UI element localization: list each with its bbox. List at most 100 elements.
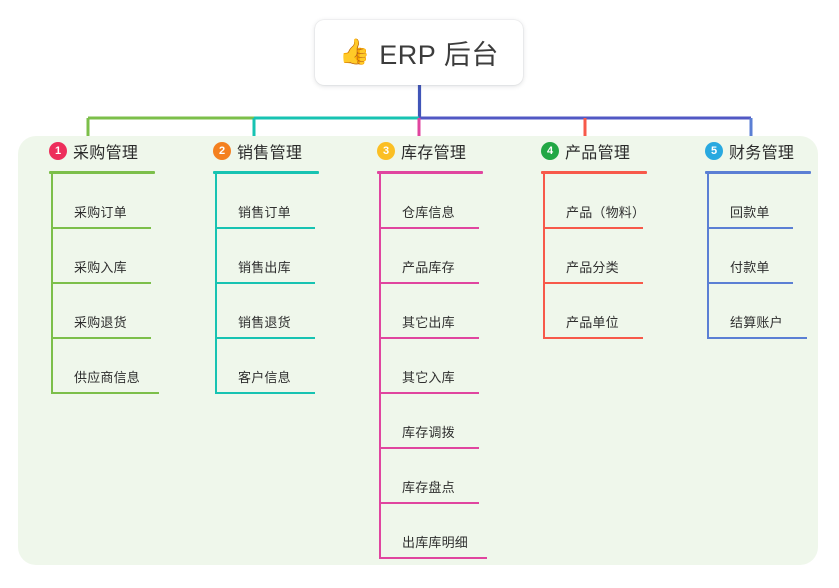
leaf-label: 客户信息	[238, 370, 291, 385]
leaf-rule	[707, 282, 793, 284]
leaf-node[interactable]: 销售订单	[215, 174, 352, 229]
leaf-node[interactable]: 产品单位	[543, 284, 680, 339]
leaf-label: 销售出库	[238, 260, 291, 275]
branch-header-2[interactable]: 2 销售管理	[212, 136, 352, 166]
leaf-rule	[215, 227, 315, 229]
leaf-node[interactable]: 采购退货	[51, 284, 188, 339]
leaf-rule	[543, 227, 643, 229]
branch-number-badge: 1	[49, 142, 67, 160]
branch-title: 采购管理	[73, 145, 139, 162]
leaf-node[interactable]: 出库库明细	[379, 504, 516, 559]
branch-leaf-list: 销售订单销售出库销售退货客户信息	[212, 174, 352, 394]
leaf-label: 回款单	[730, 205, 770, 220]
leaf-node[interactable]: 产品分类	[543, 229, 680, 284]
leaf-label: 采购入库	[74, 260, 127, 275]
leaf-node[interactable]: 产品库存	[379, 229, 516, 284]
branch-column-1: 1 采购管理采购订单采购入库采购退货供应商信息	[24, 136, 188, 394]
branch-title: 库存管理	[401, 145, 467, 162]
leaf-rule	[51, 282, 151, 284]
branch-column-5: 5 财务管理回款单付款单结算账户	[680, 136, 839, 339]
branch-spine	[707, 174, 709, 339]
leaf-rule	[379, 282, 479, 284]
leaf-rule	[51, 392, 159, 394]
branch-leaf-list: 产品（物料） 产品分类产品单位	[540, 174, 680, 339]
leaf-rule	[379, 502, 479, 504]
leaf-rule	[543, 337, 643, 339]
leaf-label: 出库库明细	[402, 535, 469, 550]
leaf-label: 销售订单	[238, 205, 291, 220]
branch-title: 产品管理	[565, 145, 631, 162]
leaf-node[interactable]: 结算账户	[707, 284, 839, 339]
leaf-label: 产品库存	[402, 260, 455, 275]
thumbs-up-icon: 👍	[339, 38, 371, 66]
branch-header-3[interactable]: 3 库存管理	[376, 136, 516, 166]
leaf-rule	[51, 227, 151, 229]
leaf-node[interactable]: 供应商信息	[51, 339, 188, 394]
leaf-node[interactable]: 仓库信息	[379, 174, 516, 229]
leaf-node[interactable]: 回款单	[707, 174, 839, 229]
leaf-rule	[379, 337, 479, 339]
branch-columns: 1 采购管理采购订单采购入库采购退货供应商信息 2 销售管理销售订单销售出库销售退货客…	[18, 136, 818, 565]
branch-number-badge: 3	[377, 142, 395, 160]
leaf-label: 其它入库	[402, 370, 455, 385]
leaf-node[interactable]: 产品（物料）	[543, 174, 680, 229]
branch-title: 财务管理	[729, 145, 795, 162]
leaf-rule	[379, 227, 479, 229]
leaf-rule	[215, 337, 315, 339]
branch-title: 销售管理	[237, 145, 303, 162]
leaf-label: 结算账户	[730, 315, 783, 330]
leaf-node[interactable]: 采购订单	[51, 174, 188, 229]
root-node[interactable]: 👍 ERP 后台	[315, 20, 523, 85]
branch-number-badge: 5	[705, 142, 723, 160]
branch-spine	[215, 174, 217, 394]
branch-spine	[379, 174, 381, 559]
branch-leaf-list: 采购订单采购入库采购退货供应商信息	[48, 174, 188, 394]
leaf-label: 仓库信息	[402, 205, 455, 220]
branch-header-1[interactable]: 1 采购管理	[48, 136, 188, 166]
root-title: ERP 后台	[379, 40, 499, 70]
leaf-label: 库存调拨	[402, 425, 455, 440]
leaf-node[interactable]: 客户信息	[215, 339, 352, 394]
branch-leaf-list: 回款单付款单结算账户	[704, 174, 839, 339]
leaf-label: 产品（物料）	[566, 205, 646, 220]
branch-spine	[543, 174, 545, 339]
leaf-node[interactable]: 库存调拨	[379, 394, 516, 449]
branch-header-rule	[213, 171, 319, 174]
branch-header-rule	[541, 171, 647, 174]
branch-leaf-list: 仓库信息产品库存其它出库其它入库库存调拨库存盘点出库库明细	[376, 174, 516, 559]
leaf-rule	[215, 392, 315, 394]
leaf-node[interactable]: 其它入库	[379, 339, 516, 394]
leaf-rule	[379, 392, 479, 394]
leaf-node[interactable]: 付款单	[707, 229, 839, 284]
diagram-panel	[18, 136, 818, 565]
leaf-node[interactable]: 采购入库	[51, 229, 188, 284]
leaf-node[interactable]: 销售出库	[215, 229, 352, 284]
leaf-node[interactable]: 销售退货	[215, 284, 352, 339]
leaf-label: 库存盘点	[402, 480, 455, 495]
branch-header-rule	[705, 171, 811, 174]
leaf-label: 产品单位	[566, 315, 619, 330]
leaf-rule	[215, 282, 315, 284]
leaf-rule	[51, 337, 151, 339]
branch-header-rule	[49, 171, 155, 174]
leaf-rule	[707, 227, 793, 229]
leaf-rule	[379, 447, 479, 449]
leaf-label: 付款单	[730, 260, 770, 275]
leaf-label: 采购退货	[74, 315, 127, 330]
leaf-label: 采购订单	[74, 205, 127, 220]
leaf-label: 产品分类	[566, 260, 619, 275]
leaf-node[interactable]: 其它出库	[379, 284, 516, 339]
branch-number-badge: 2	[213, 142, 231, 160]
leaf-node[interactable]: 库存盘点	[379, 449, 516, 504]
leaf-label: 供应商信息	[74, 370, 141, 385]
leaf-rule	[707, 337, 807, 339]
branch-spine	[51, 174, 53, 394]
branch-column-3: 3 库存管理仓库信息产品库存其它出库其它入库库存调拨库存盘点出库库明细	[352, 136, 516, 559]
branch-header-rule	[377, 171, 483, 174]
leaf-label: 销售退货	[238, 315, 291, 330]
branch-column-2: 2 销售管理销售订单销售出库销售退货客户信息	[188, 136, 352, 394]
branch-header-5[interactable]: 5 财务管理	[704, 136, 839, 166]
